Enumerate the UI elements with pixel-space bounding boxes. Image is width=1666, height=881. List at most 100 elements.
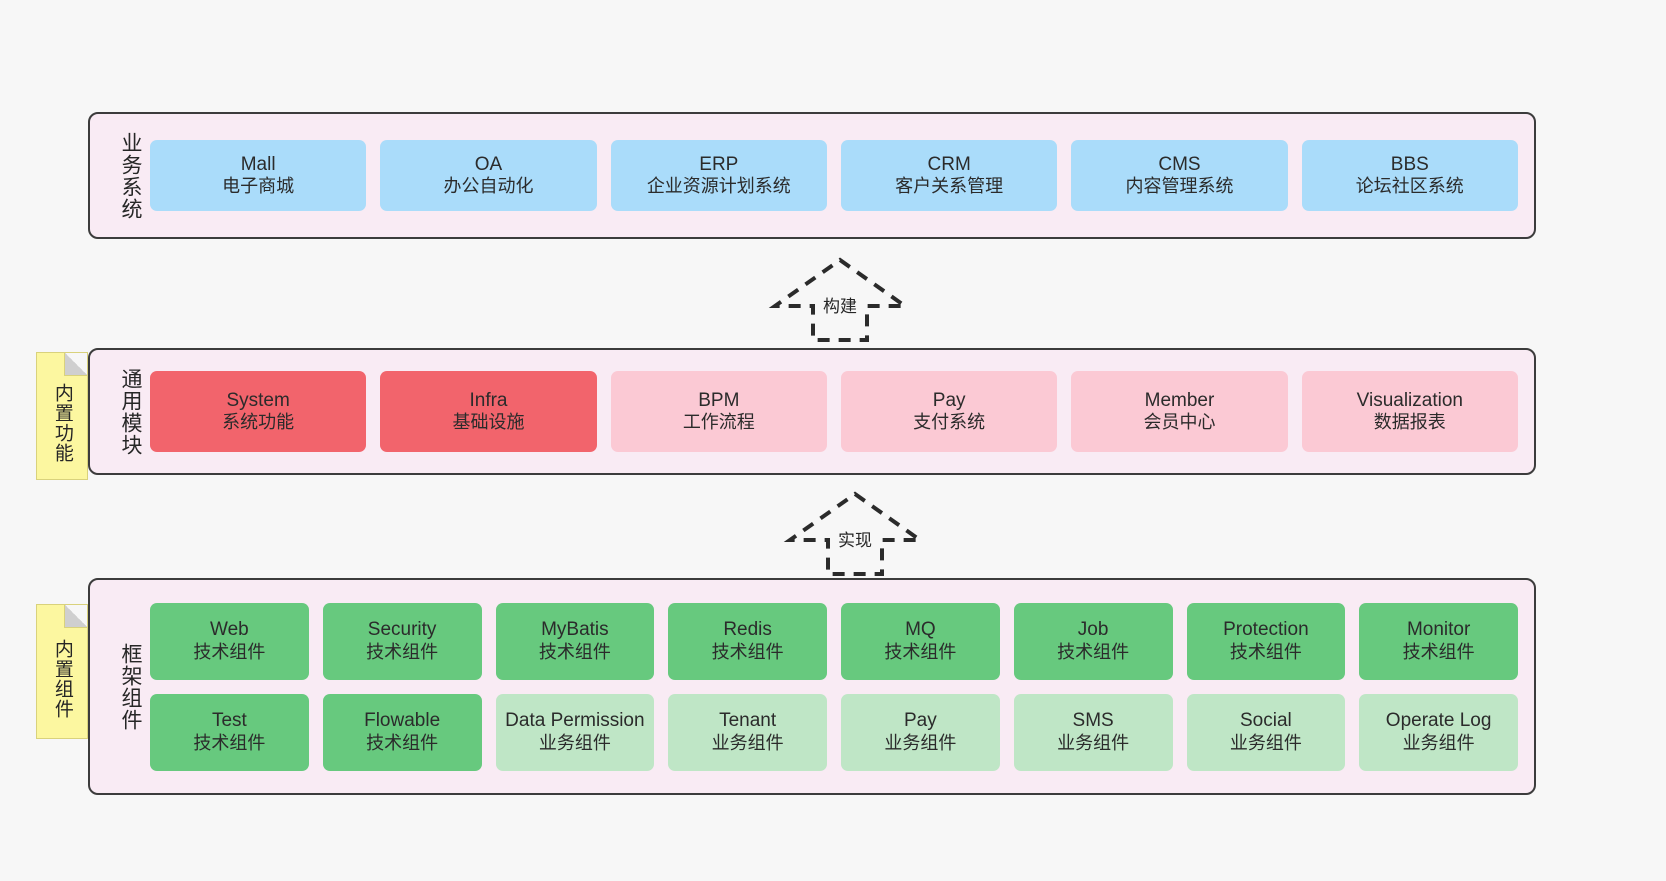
card-title-en: CRM	[927, 153, 971, 175]
arrow-implement: 实现	[770, 488, 940, 580]
card-job[interactable]: Job 技术组件	[1013, 602, 1173, 680]
card-title-en: Test	[211, 710, 247, 732]
card-title-cn: 技术组件	[1402, 641, 1475, 662]
card-title-cn: 业务组件	[711, 732, 784, 753]
card-title-cn: 业务组件	[538, 732, 611, 753]
note-builtin-components: 内置组件	[36, 604, 88, 739]
card-title-cn: 业务组件	[884, 732, 957, 753]
card-title-cn: 技术组件	[193, 641, 266, 662]
card-title-en: SMS	[1072, 710, 1114, 732]
card-title-en: Pay	[904, 710, 937, 732]
card-title-cn: 技术组件	[193, 732, 266, 753]
layer-title-general-modules: 通用模块	[119, 367, 142, 456]
card-title-en: System	[226, 389, 290, 411]
card-mybatis[interactable]: MyBatis 技术组件	[495, 602, 655, 680]
card-infra[interactable]: Infra 基础设施	[380, 371, 597, 452]
card-pay-module[interactable]: Pay 支付系统	[840, 371, 1058, 452]
card-title-cn: 会员中心	[1143, 412, 1216, 433]
note-builtin-features: 内置功能	[36, 352, 88, 480]
card-title-en: Infra	[469, 389, 508, 411]
layer-title-framework-components: 框架组件	[119, 642, 142, 731]
card-title-en: OA	[474, 153, 503, 175]
card-row: Mall 电子商城 OA 办公自动化 ERP 企业资源计划系统 CRM 客户关系…	[150, 140, 1518, 211]
card-title-en: Social	[1240, 710, 1292, 732]
card-erp[interactable]: ERP 企业资源计划系统	[610, 140, 827, 211]
layer-body-general-modules: System 系统功能 Infra 基础设施 BPM 工作流程 Pay 支付系统…	[142, 350, 1534, 473]
arrow-label-implement: 实现	[838, 531, 872, 550]
card-title-en: Visualization	[1356, 389, 1463, 411]
card-title-cn: 技术组件	[884, 641, 957, 662]
card-tenant[interactable]: Tenant 业务组件	[668, 693, 827, 771]
note-label: 内置组件	[51, 638, 73, 719]
card-system[interactable]: System 系统功能	[150, 371, 367, 452]
card-title-en: Operate Log	[1385, 710, 1492, 732]
arrow-outline-build	[768, 257, 912, 342]
note-fold-corner-icon	[64, 605, 87, 628]
card-title-cn: 技术组件	[1229, 641, 1302, 662]
card-title-en: Mall	[240, 153, 276, 175]
card-flowable[interactable]: Flowable 技术组件	[322, 693, 482, 771]
card-title-en: CMS	[1158, 153, 1201, 175]
card-protection[interactable]: Protection 技术组件	[1186, 602, 1346, 680]
card-oa[interactable]: OA 办公自动化	[380, 140, 597, 211]
card-title-en: MQ	[905, 619, 936, 641]
card-data-permission[interactable]: Data Permission 业务组件	[495, 693, 655, 771]
card-bpm[interactable]: BPM 工作流程	[610, 371, 827, 452]
arrow-outline-implement	[783, 491, 927, 576]
layer-body-business-system: Mall 电子商城 OA 办公自动化 ERP 企业资源计划系统 CRM 客户关系…	[142, 114, 1534, 237]
note-fold-corner-icon	[64, 353, 87, 376]
card-mall[interactable]: Mall 电子商城	[150, 140, 367, 211]
card-title-en: Security	[367, 619, 437, 641]
card-security[interactable]: Security 技术组件	[322, 602, 482, 680]
card-title-cn: 业务组件	[1229, 732, 1302, 753]
card-redis[interactable]: Redis 技术组件	[668, 602, 827, 680]
card-cms[interactable]: CMS 内容管理系统	[1071, 140, 1288, 211]
card-mq[interactable]: MQ 技术组件	[841, 602, 1000, 680]
card-title-en: Pay	[932, 389, 966, 411]
layer-general-modules: 通用模块 System 系统功能 Infra 基础设施 BPM 工作流程 Pay…	[88, 348, 1536, 475]
card-title-en: Web	[210, 619, 249, 641]
card-social[interactable]: Social 业务组件	[1186, 693, 1346, 771]
card-monitor[interactable]: Monitor 技术组件	[1359, 602, 1518, 680]
layer-body-framework-components: Web 技术组件 Security 技术组件 MyBatis 技术组件 Redi…	[142, 580, 1534, 793]
card-title-cn: 技术组件	[711, 641, 784, 662]
card-title-cn: 办公自动化	[443, 176, 534, 197]
card-title-cn: 企业资源计划系统	[646, 176, 791, 197]
card-title-cn: 业务组件	[1057, 732, 1130, 753]
card-title-cn: 业务组件	[1402, 732, 1475, 753]
card-title-cn: 电子商城	[222, 176, 295, 197]
card-title-en: Redis	[723, 619, 772, 641]
card-web[interactable]: Web 技术组件	[150, 602, 309, 680]
card-title-cn: 工作流程	[682, 412, 755, 433]
card-row: System 系统功能 Infra 基础设施 BPM 工作流程 Pay 支付系统…	[150, 371, 1518, 452]
card-title-en: Data Permission	[505, 710, 645, 732]
card-title-cn: 数据报表	[1373, 412, 1446, 433]
card-bbs[interactable]: BBS 论坛社区系统	[1301, 140, 1518, 211]
card-title-en: Flowable	[364, 710, 441, 732]
card-member[interactable]: Member 会员中心	[1071, 371, 1288, 452]
card-test[interactable]: Test 技术组件	[150, 693, 309, 771]
layer-framework-components: 框架组件 Web 技术组件 Security 技术组件 MyBatis 技术组件…	[88, 578, 1536, 795]
card-visualization[interactable]: Visualization 数据报表	[1301, 371, 1518, 452]
card-title-cn: 技术组件	[1057, 641, 1130, 662]
layer-business-system: 业务系统 Mall 电子商城 OA 办公自动化 ERP 企业资源计划系统 CRM…	[88, 112, 1536, 239]
note-label: 内置功能	[51, 383, 73, 463]
arrow-label-build: 构建	[823, 297, 857, 316]
card-title-en: Monitor	[1406, 619, 1471, 641]
card-title-cn: 技术组件	[366, 732, 439, 753]
card-title-en: ERP	[699, 153, 739, 175]
card-title-cn: 基础设施	[452, 412, 525, 433]
card-title-en: BPM	[698, 389, 740, 411]
card-row: Web 技术组件 Security 技术组件 MyBatis 技术组件 Redi…	[150, 602, 1518, 680]
card-sms[interactable]: SMS 业务组件	[1013, 693, 1173, 771]
card-title-cn: 论坛社区系统	[1355, 176, 1464, 197]
card-crm[interactable]: CRM 客户关系管理	[840, 140, 1058, 211]
layer-title-business-system: 业务系统	[119, 131, 142, 220]
card-title-en: MyBatis	[541, 619, 609, 641]
card-pay-component[interactable]: Pay 业务组件	[841, 693, 1000, 771]
card-operate-log[interactable]: Operate Log 业务组件	[1359, 693, 1518, 771]
card-title-cn: 支付系统	[913, 412, 986, 433]
card-title-en: Job	[1077, 619, 1109, 641]
card-title-en: Tenant	[719, 710, 777, 732]
